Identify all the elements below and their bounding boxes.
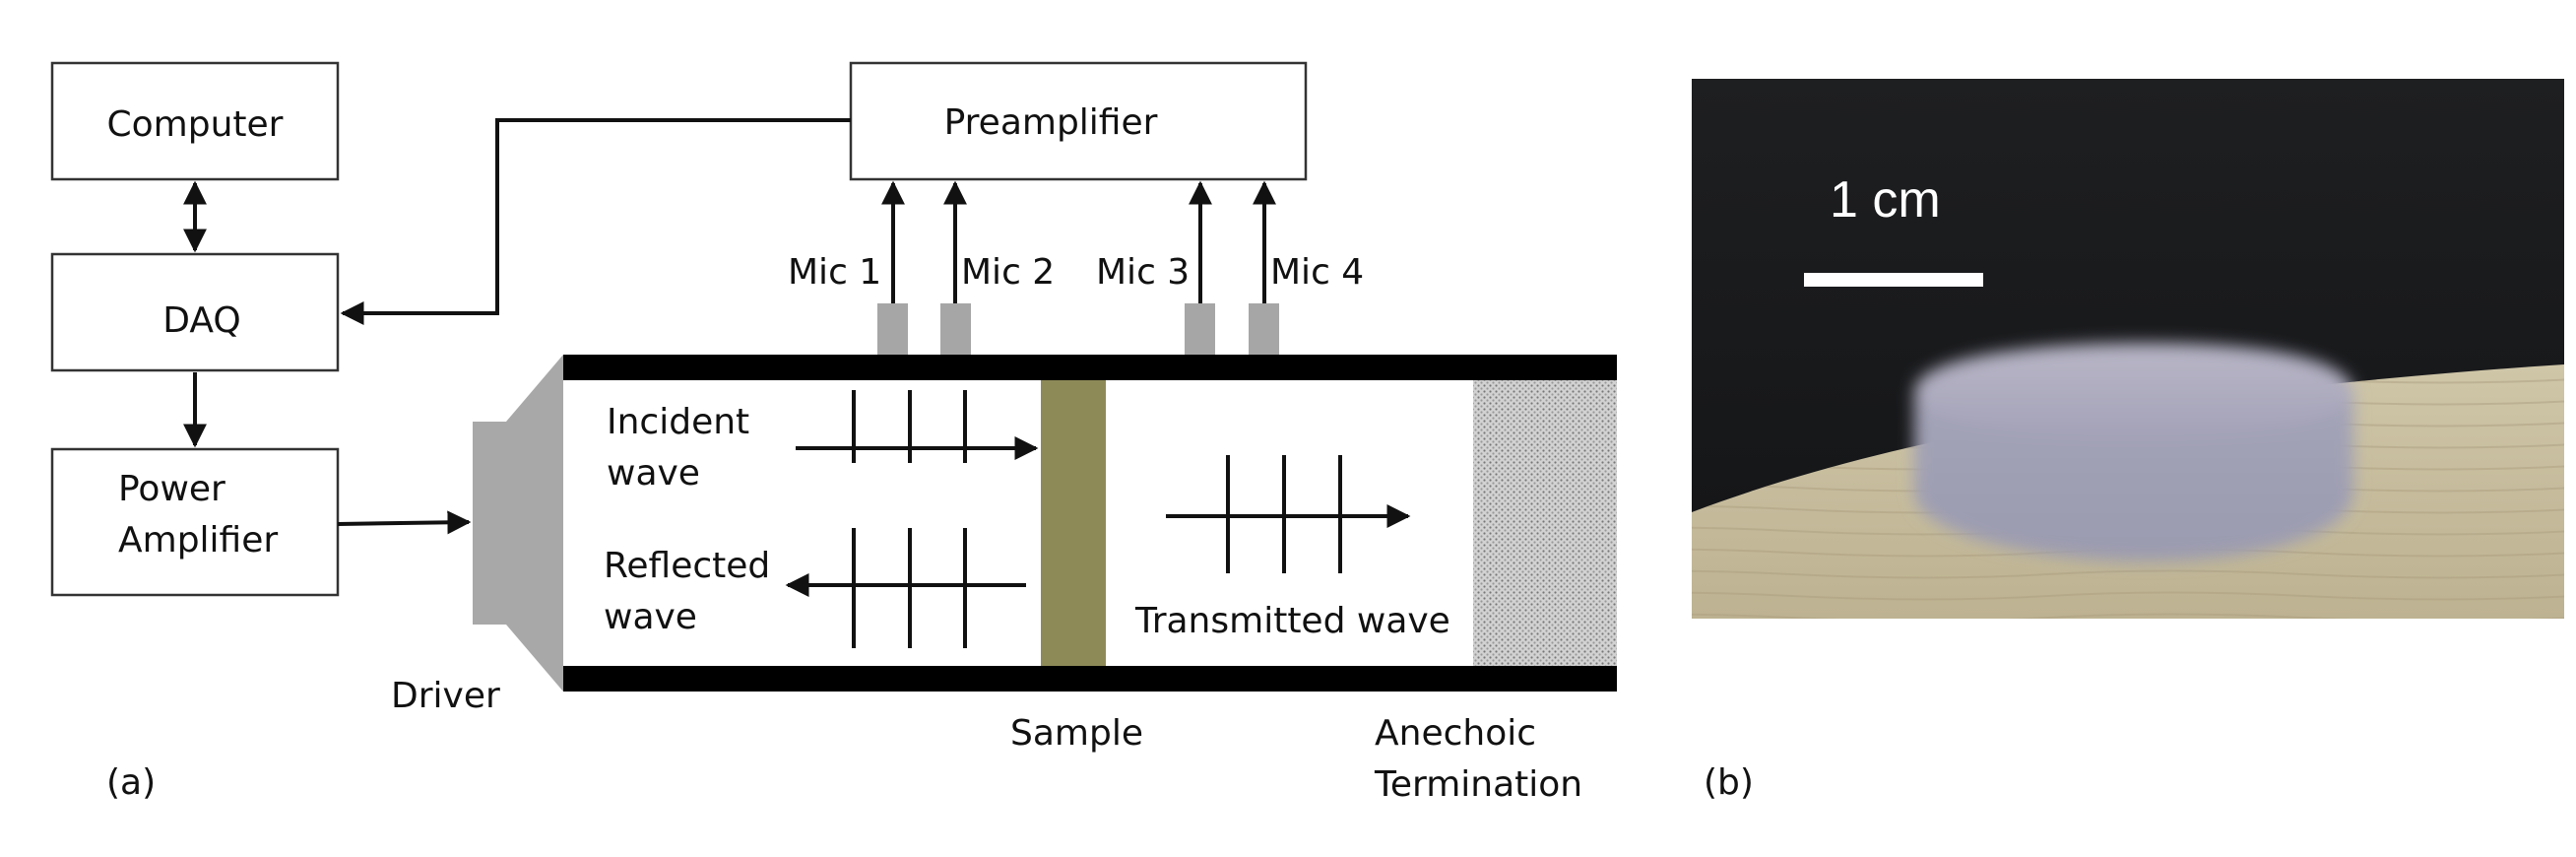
- power-amplifier-box: Power Amplifier: [50, 447, 340, 597]
- panel-label-a: (a): [106, 762, 156, 803]
- mic3-label: Mic 3: [1096, 252, 1190, 293]
- anechoic-termination: [1473, 380, 1617, 666]
- preamp-daq-arrow: [340, 118, 851, 325]
- gel-disc: [1914, 342, 2353, 561]
- reflected-wave-label-line2: wave: [604, 597, 697, 637]
- tube-bottom-wall: [563, 666, 1617, 692]
- transmitted-wave-label: Transmitted wave: [1134, 601, 1450, 641]
- sample-label: Sample: [1010, 713, 1143, 754]
- preamplifier-box: Preamplifier: [849, 61, 1308, 181]
- driver-label: Driver: [391, 676, 500, 716]
- mic2-label: Mic 2: [961, 252, 1055, 293]
- impedance-tube-diagram: Computer DAQ Power Amplifier Preamplifie…: [50, 61, 1617, 805]
- anechoic-label-line2: Termination: [1374, 764, 1582, 805]
- reflected-wave-arrow: [785, 528, 1026, 648]
- daq-label: DAQ: [162, 300, 240, 341]
- panel-label-b: (b): [1704, 762, 1754, 803]
- computer-label: Computer: [107, 104, 284, 145]
- incident-wave-arrow: [796, 390, 1039, 463]
- power-amplifier-label-line2: Amplifier: [118, 520, 278, 560]
- computer-box: Computer: [50, 61, 340, 181]
- sample-photo: [1692, 79, 2564, 619]
- sample: [1041, 380, 1106, 666]
- mic1-label: Mic 1: [788, 252, 881, 293]
- driver: [473, 355, 563, 692]
- incident-wave-label-line2: wave: [607, 453, 700, 494]
- reflected-wave-label-line1: Reflected: [604, 546, 770, 586]
- preamplifier-label: Preamplifier: [944, 102, 1158, 143]
- tube-top-wall: [563, 355, 1617, 380]
- transmitted-wave-arrow: [1166, 455, 1411, 573]
- mic4-label: Mic 4: [1270, 252, 1364, 293]
- scale-bar-label: 1 cm: [1830, 171, 1941, 229]
- incident-wave-label-line1: Incident: [607, 402, 749, 442]
- anechoic-label-line1: Anechoic: [1375, 713, 1536, 754]
- scale-bar: [1804, 273, 1983, 287]
- power-amplifier-label-line1: Power: [118, 469, 225, 509]
- daq-box: DAQ: [50, 252, 340, 372]
- power-driver-arrow: [337, 510, 472, 535]
